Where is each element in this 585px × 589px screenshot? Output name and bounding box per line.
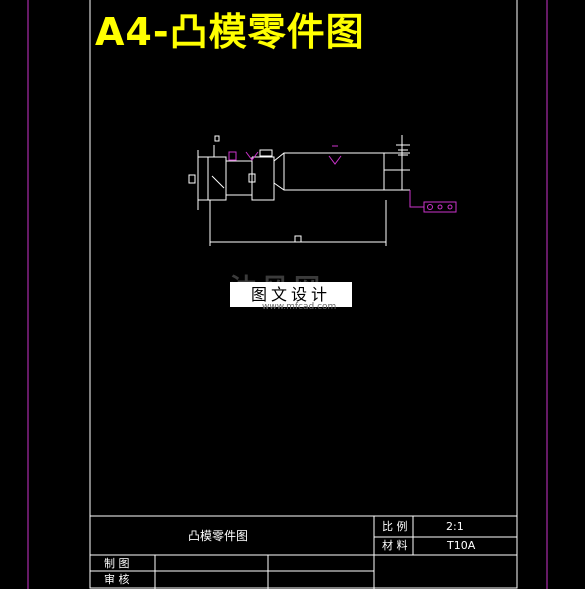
material-value: T10A — [447, 539, 476, 552]
watermark-badge: 图文设计 — [230, 282, 352, 307]
watermark-url: www.mfcad.com — [262, 302, 337, 312]
drawing-border — [89, 0, 518, 589]
material-label: 材 料 — [382, 539, 408, 552]
checked-by-label: 审 核 — [104, 573, 130, 586]
flange-block — [207, 156, 227, 201]
title-block — [90, 515, 517, 589]
drawn-by-label: 制 图 — [104, 557, 130, 570]
punch-part-view — [188, 135, 410, 246]
page-title: A4-凸模零件图 — [95, 10, 365, 54]
scale-value: 2:1 — [446, 520, 464, 533]
scale-label: 比 例 — [382, 520, 408, 533]
surface-finish-annotations — [228, 145, 457, 213]
drawing-name: 凸模零件图 — [188, 529, 249, 543]
